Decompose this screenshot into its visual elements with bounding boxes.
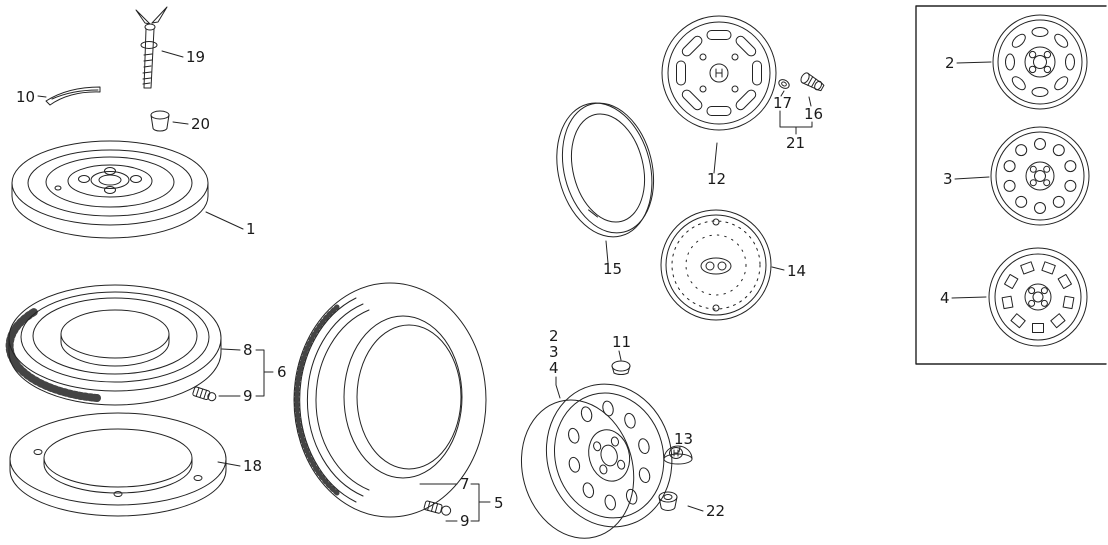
part-label-4-center: 4 — [549, 359, 559, 377]
part-1-wheel-drawing — [11, 140, 209, 239]
part-label-17: 17 — [773, 94, 792, 112]
part-labels: 19 10 20 1 8 6 9 18 7 5 9 2 3 4 11 15 12… — [16, 48, 955, 530]
part-19-bolt-drawing — [135, 6, 168, 89]
leader-lines — [37, 50, 992, 522]
part-label-4-right: 4 — [940, 289, 950, 307]
part-label-10: 10 — [16, 88, 35, 106]
part-label-2-right: 2 — [945, 54, 955, 72]
part-13-cap-drawing — [663, 445, 693, 465]
part-label-19: 19 — [186, 48, 205, 66]
part-3-wheel-face-drawing — [990, 126, 1090, 226]
part-12-wheel-cover-drawing — [661, 15, 777, 131]
part-label-3-center: 3 — [549, 343, 559, 361]
part-label-16: 16 — [804, 105, 823, 123]
part-label-6: 6 — [277, 363, 287, 381]
part-label-1: 1 — [246, 220, 256, 238]
part-label-13: 13 — [674, 430, 693, 448]
part-label-7: 7 — [460, 475, 470, 493]
part-label-3-right: 3 — [943, 170, 953, 188]
part-label-11: 11 — [612, 333, 631, 351]
part-9a-valve-drawing — [192, 386, 217, 402]
part-label-8: 8 — [243, 341, 253, 359]
part-22-nut-drawing — [658, 491, 678, 511]
part-234-wheel-drawing — [520, 383, 673, 539]
part-label-12: 12 — [707, 170, 726, 188]
part-label-9b: 9 — [460, 512, 470, 530]
part-label-15: 15 — [603, 260, 622, 278]
part-15-trim-ring-drawing — [556, 102, 655, 238]
part-label-9a: 9 — [243, 387, 253, 405]
part-5-tire-drawing — [293, 282, 487, 518]
part-label-22: 22 — [706, 502, 725, 520]
part-9b-valve-drawing — [423, 500, 452, 516]
part-14-wheel-cover-drawing — [660, 209, 772, 321]
part-16-lug-nut-drawing — [800, 72, 825, 92]
part-10-weight-drawing — [45, 86, 101, 106]
part-17-washer-drawing — [778, 79, 790, 89]
diagram-linework — [5, 5, 1107, 539]
part-4-wheel-face-drawing — [988, 247, 1088, 347]
part-2-wheel-face-drawing — [992, 14, 1088, 110]
part-6-tire-drawing — [5, 284, 222, 406]
part-11-nut-drawing — [611, 360, 631, 375]
part-label-14: 14 — [787, 262, 806, 280]
part-18-ring-drawing — [9, 412, 227, 517]
part-label-18: 18 — [243, 457, 262, 475]
part-20-nut-drawing — [150, 110, 170, 132]
part-label-5: 5 — [494, 494, 504, 512]
part-label-20: 20 — [191, 115, 210, 133]
part-label-21: 21 — [786, 134, 805, 152]
part-label-2-center: 2 — [549, 327, 559, 345]
right-panel-border — [915, 5, 1107, 365]
